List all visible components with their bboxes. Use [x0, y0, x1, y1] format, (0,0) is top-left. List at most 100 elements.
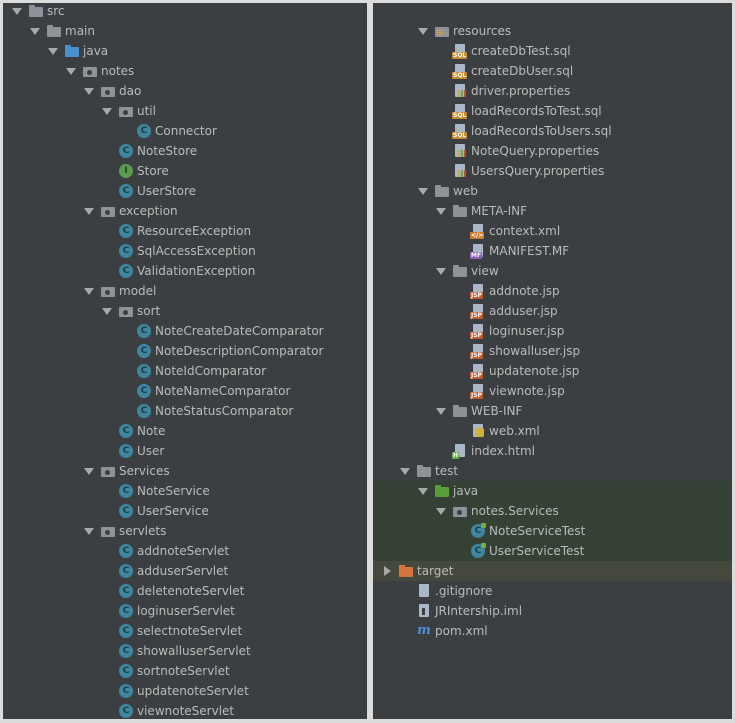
tree-node-label: NoteStore	[137, 144, 198, 158]
collapse-arrow-icon[interactable]	[66, 61, 76, 81]
tree-node-exception[interactable]: exception	[3, 201, 367, 221]
tree-node-context-xml[interactable]: </>context.xml	[373, 221, 732, 241]
tree-node-util[interactable]: util	[3, 101, 367, 121]
tree-node-resourceexception[interactable]: ResourceException	[3, 221, 367, 241]
tree-node-note[interactable]: Note	[3, 421, 367, 441]
tree-node-gitignore[interactable]: .gitignore	[373, 581, 732, 601]
tree-node-test[interactable]: test	[373, 461, 732, 481]
collapse-arrow-icon[interactable]	[436, 501, 446, 521]
expand-arrow-icon[interactable]	[382, 561, 392, 581]
tree-node-driver-properties[interactable]: driver.properties	[373, 81, 732, 101]
collapse-arrow-icon[interactable]	[418, 21, 428, 41]
tree-node-updatenoteservlet[interactable]: updatenoteServlet	[3, 681, 367, 701]
web-xml-icon	[470, 423, 486, 439]
tree-node-label: target	[417, 564, 454, 578]
tree-node-selectnoteservlet[interactable]: selectnoteServlet	[3, 621, 367, 641]
collapse-arrow-icon[interactable]	[400, 461, 410, 481]
tree-node-adduserservlet[interactable]: adduserServlet	[3, 561, 367, 581]
tree-node-main[interactable]: main	[3, 21, 367, 41]
tree-node-target[interactable]: target	[373, 561, 732, 581]
tree-node-sqlaccessexception[interactable]: SqlAccessException	[3, 241, 367, 261]
tree-node-sort[interactable]: sort	[3, 301, 367, 321]
collapse-arrow-icon[interactable]	[436, 261, 446, 281]
tree-node-noteservicetest[interactable]: NoteServiceTest	[373, 521, 732, 541]
tree-node-userstore[interactable]: UserStore	[3, 181, 367, 201]
tree-node-web[interactable]: web	[373, 181, 732, 201]
tree-node-deletenoteservlet[interactable]: deletenoteServlet	[3, 581, 367, 601]
tree-node-model[interactable]: model	[3, 281, 367, 301]
tree-node-loginuserservlet[interactable]: loginuserServlet	[3, 601, 367, 621]
sql-file-icon: SQL	[452, 103, 468, 119]
tree-node-connector[interactable]: Connector	[3, 121, 367, 141]
tree-node-userservicetest[interactable]: UserServiceTest	[373, 541, 732, 561]
tree-node-notenamecomparator[interactable]: NoteNameComparator	[3, 381, 367, 401]
class-icon	[118, 623, 134, 639]
collapse-arrow-icon[interactable]	[84, 201, 94, 221]
tree-node-notequery-properties[interactable]: NoteQuery.properties	[373, 141, 732, 161]
tree-node-resources[interactable]: resources	[373, 21, 732, 41]
collapse-arrow-icon[interactable]	[84, 281, 94, 301]
tree-node-usersquery-properties[interactable]: UsersQuery.properties	[373, 161, 732, 181]
tree-node-noteservice[interactable]: NoteService	[3, 481, 367, 501]
collapse-arrow-icon[interactable]	[418, 481, 428, 501]
collapse-arrow-icon[interactable]	[418, 181, 428, 201]
tree-node-servlets[interactable]: servlets	[3, 521, 367, 541]
collapse-arrow-icon[interactable]	[84, 521, 94, 541]
tree-node-noteidcomparator[interactable]: NoteIdComparator	[3, 361, 367, 381]
sql-file-icon: SQL	[452, 123, 468, 139]
tree-node-userservice[interactable]: UserService	[3, 501, 367, 521]
collapse-arrow-icon[interactable]	[30, 21, 40, 41]
tree-node-notecreatedatecomparator[interactable]: NoteCreateDateComparator	[3, 321, 367, 341]
tree-node-validationexception[interactable]: ValidationException	[3, 261, 367, 281]
tree-node-java[interactable]: java	[3, 41, 367, 61]
tree-node-src[interactable]: src	[3, 3, 367, 21]
folder-icon	[434, 183, 450, 199]
tree-node-label: updatenote.jsp	[489, 364, 580, 378]
collapse-arrow-icon[interactable]	[436, 201, 446, 221]
tree-node-addnoteservlet[interactable]: addnoteServlet	[3, 541, 367, 561]
tree-node-notes-services[interactable]: notes.Services	[373, 501, 732, 521]
tree-node-store[interactable]: Store	[3, 161, 367, 181]
class-icon	[118, 603, 134, 619]
excluded-folder-icon	[398, 563, 414, 579]
collapse-arrow-icon[interactable]	[102, 301, 112, 321]
collapse-arrow-icon[interactable]	[48, 41, 58, 61]
collapse-arrow-icon[interactable]	[12, 3, 22, 21]
class-icon	[118, 423, 134, 439]
tree-node-notestore[interactable]: NoteStore	[3, 141, 367, 161]
tree-node-viewnoteservlet[interactable]: viewnoteServlet	[3, 701, 367, 719]
tree-node-meta-inf[interactable]: META-INF	[373, 201, 732, 221]
tree-node-services[interactable]: Services	[3, 461, 367, 481]
tree-node-dao[interactable]: dao	[3, 81, 367, 101]
tree-node-showalluserservlet[interactable]: showalluserServlet	[3, 641, 367, 661]
tree-node-notedescriptioncomparator[interactable]: NoteDescriptionComparator	[3, 341, 367, 361]
tree-node-jrintership-iml[interactable]: JRIntership.iml	[373, 601, 732, 621]
tree-node-sortnoteservlet[interactable]: sortnoteServlet	[3, 661, 367, 681]
tree-node-web-inf[interactable]: WEB-INF	[373, 401, 732, 421]
tree-node-notestatuscomparator[interactable]: NoteStatusComparator	[3, 401, 367, 421]
tree-node-notes[interactable]: notes	[3, 61, 367, 81]
tree-node-java[interactable]: java	[373, 481, 732, 501]
tree-node-user[interactable]: User	[3, 441, 367, 461]
collapse-arrow-icon[interactable]	[436, 401, 446, 421]
tree-node-web-xml[interactable]: web.xml	[373, 421, 732, 441]
tree-node-view[interactable]: view	[373, 261, 732, 281]
collapse-arrow-icon[interactable]	[84, 81, 94, 101]
collapse-arrow-icon[interactable]	[102, 101, 112, 121]
collapse-arrow-icon[interactable]	[84, 461, 94, 481]
project-tree-left-pane[interactable]: srcmainjavanotesdaoutilConnectorNoteStor…	[3, 3, 367, 719]
